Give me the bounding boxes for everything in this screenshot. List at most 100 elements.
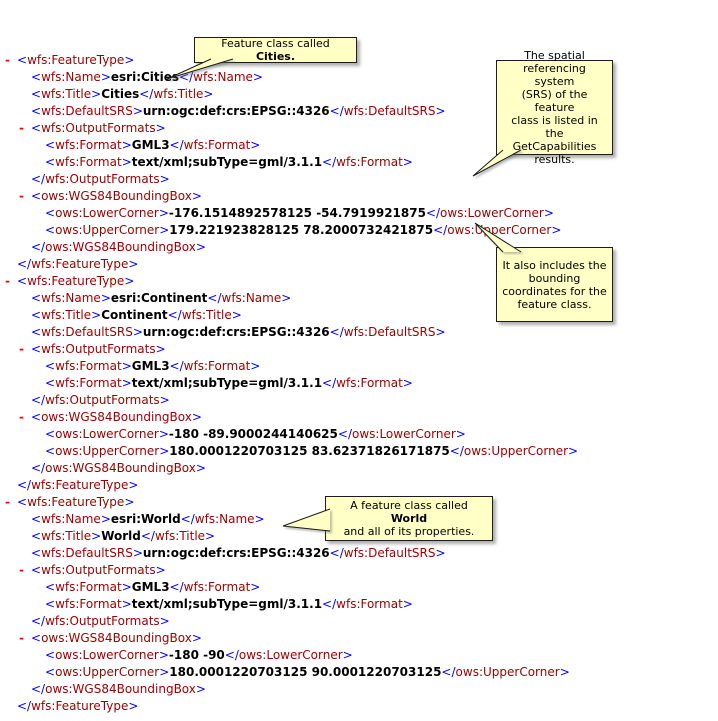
- xml-bracket: >: [402, 155, 413, 169]
- xml-bracket: >: [158, 427, 169, 441]
- xml-bracket: <: [17, 274, 28, 288]
- xml-bracket: >: [132, 546, 143, 560]
- xml-bracket: <: [45, 223, 56, 237]
- xml-tag-name: wfs:DefaultSRS: [41, 325, 133, 339]
- callout-text-bold: Cities.: [255, 50, 296, 63]
- xml-tag-name: wfs:DefaultSRS: [343, 546, 436, 560]
- collapse-toggle[interactable]: -: [5, 495, 10, 509]
- xml-bracket: >: [159, 444, 170, 458]
- xml-line: -<wfs:FeatureType>: [0, 494, 718, 511]
- xml-tag-name: wfs:Title: [153, 87, 204, 101]
- xml-tag-name: wfs:Name: [41, 70, 101, 84]
- xml-bracket: </: [17, 257, 32, 271]
- xml-bracket: >: [100, 291, 111, 305]
- xml-tag-name: wfs:Format: [55, 376, 122, 390]
- xml-bracket: </: [31, 172, 46, 186]
- xml-tag-name: wfs:Title: [41, 87, 92, 101]
- xml-bracket: </: [433, 223, 448, 237]
- xml-tag-name: wfs:Name: [41, 512, 101, 526]
- xml-bracket: </: [329, 104, 344, 118]
- xml-bracket: </: [329, 546, 344, 560]
- xml-bracket: >: [559, 665, 570, 679]
- xml-text-value: urn:ogc:def:crs:EPSG::4326: [142, 546, 330, 560]
- xml-bracket: >: [402, 597, 413, 611]
- xml-bracket: <: [31, 342, 42, 356]
- xml-bracket: >: [124, 274, 135, 288]
- collapse-toggle[interactable]: -: [19, 189, 24, 203]
- xml-bracket: <: [31, 563, 42, 577]
- callout-world-text: A feature class called World and all of …: [331, 499, 487, 538]
- xml-bracket: >: [568, 444, 579, 458]
- xml-bracket: <: [45, 580, 56, 594]
- xml-bracket: <: [31, 631, 42, 645]
- xml-bracket: </: [31, 393, 46, 407]
- xml-bracket: </: [322, 155, 337, 169]
- xml-bracket: >: [195, 461, 206, 475]
- xml-bracket: <: [45, 206, 56, 220]
- xml-line: <wfs:Format>text/xml;subType=gml/3.1.1</…: [0, 375, 718, 392]
- xml-bracket: <: [31, 189, 42, 203]
- xml-line: -<wfs:FeatureType>: [0, 52, 718, 69]
- xml-line: <ows:LowerCorner>-180 -90</ows:LowerCorn…: [0, 647, 718, 664]
- xml-text-value: -180 -90: [168, 648, 225, 662]
- xml-bracket: <: [31, 291, 42, 305]
- xml-line: <ows:LowerCorner>-176.1514892578125 -54.…: [0, 205, 718, 222]
- xml-bracket: >: [205, 529, 216, 543]
- collapse-toggle[interactable]: -: [19, 121, 24, 135]
- xml-line: <wfs:Format>text/xml;subType=gml/3.1.1</…: [0, 596, 718, 613]
- xml-tag-name: wfs:Format: [55, 597, 122, 611]
- xml-bracket: >: [231, 308, 242, 322]
- xml-line: <wfs:Format>GML3</wfs:Format>: [0, 137, 718, 154]
- xml-tag-name: wfs:Format: [55, 359, 122, 373]
- xml-tag-name: wfs:FeatureType: [31, 699, 129, 713]
- xml-tag-name: wfs:Title: [181, 308, 232, 322]
- xml-bracket: >: [158, 206, 169, 220]
- callout-bounds-text: It also includes the bounding coordinate…: [502, 258, 607, 311]
- collapse-toggle[interactable]: -: [19, 342, 24, 356]
- xml-tag-name: wfs:OutputFormats: [41, 121, 156, 135]
- xml-text-value: urn:ogc:def:crs:EPSG::4326: [142, 325, 330, 339]
- xml-tag-name: wfs:Format: [336, 376, 403, 390]
- xml-bracket: >: [91, 308, 102, 322]
- collapse-toggle[interactable]: -: [19, 410, 24, 424]
- xml-line: <ows:UpperCorner>180.0001220703125 90.00…: [0, 664, 718, 681]
- xml-bracket: </: [169, 138, 184, 152]
- callout-cities: Feature class called Cities.: [194, 37, 357, 63]
- xml-tag-name: wfs:Title: [41, 529, 92, 543]
- xml-tag-name: wfs:Name: [221, 291, 282, 305]
- xml-bracket: >: [121, 597, 132, 611]
- xml-bracket: >: [159, 223, 170, 237]
- xml-text-value: esri:World: [110, 512, 181, 526]
- xml-tag-name: wfs:DefaultSRS: [41, 546, 133, 560]
- xml-bracket: <: [31, 512, 42, 526]
- xml-bracket: >: [435, 546, 446, 560]
- xml-tag-name: wfs:Title: [41, 308, 92, 322]
- xml-bracket: >: [121, 359, 132, 373]
- xml-bracket: </: [169, 359, 184, 373]
- collapse-toggle[interactable]: -: [19, 631, 24, 645]
- xml-tag-name: ows:LowerCorner: [352, 427, 456, 441]
- xml-line: <wfs:Title>Cities</wfs:Title>: [0, 86, 718, 103]
- xml-bracket: </: [31, 240, 46, 254]
- xml-bracket: <: [31, 325, 42, 339]
- collapse-toggle[interactable]: -: [5, 274, 10, 288]
- collapse-toggle[interactable]: -: [19, 563, 24, 577]
- xml-line: </wfs:FeatureType>: [0, 256, 718, 273]
- collapse-toggle[interactable]: -: [5, 53, 10, 67]
- xml-tag-name: wfs:Name: [194, 512, 255, 526]
- xml-bracket: <: [45, 597, 56, 611]
- xml-text-value: GML3: [131, 359, 170, 373]
- xml-bracket: </: [31, 614, 46, 628]
- xml-tag-name: ows:UpperCorner: [55, 665, 160, 679]
- xml-bracket: </: [322, 376, 337, 390]
- xml-line: -<ows:WGS84BoundingBox>: [0, 188, 718, 205]
- xml-line: <wfs:Format>GML3</wfs:Format>: [0, 579, 718, 596]
- xml-bracket: </: [179, 70, 194, 84]
- xml-tag-name: ows:WGS84BoundingBox: [41, 189, 192, 203]
- xml-tag-name: wfs:Format: [55, 155, 122, 169]
- xml-bracket: >: [435, 325, 446, 339]
- xml-tag-name: wfs:Title: [154, 529, 206, 543]
- xml-bracket: >: [455, 427, 466, 441]
- xml-bracket: <: [45, 376, 56, 390]
